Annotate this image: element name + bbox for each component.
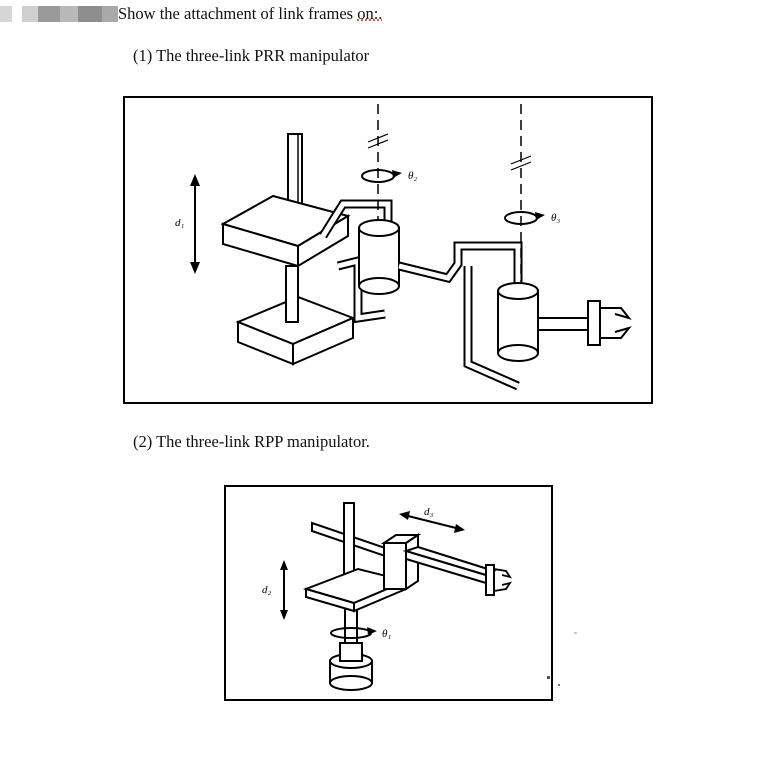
label-d2: d₂	[262, 584, 272, 596]
figure-rpp-manipulator: d₂ d₃ θ₁	[224, 485, 553, 701]
part1-label: (1) The three-link PRR manipulator	[133, 46, 370, 65]
double-arrow-icon	[399, 511, 465, 533]
label-theta2: θ₂	[408, 170, 417, 182]
label-d3: d₃	[424, 506, 434, 518]
gripper-icon	[493, 568, 513, 592]
label-d1: d₁	[175, 217, 185, 229]
question-suffix: on:.	[357, 4, 383, 23]
part2-label: (2) The three-link RPP manipulator.	[133, 432, 370, 451]
figure-prr-manipulator: d₁ θ₂ θ₃	[123, 96, 653, 404]
label-theta1: θ₁	[382, 628, 391, 640]
question-title: Show the attachment of link frames on:.	[118, 4, 383, 23]
label-theta3: θ₃	[551, 212, 560, 224]
double-arrow-icon	[280, 560, 288, 620]
double-arrow-icon	[190, 174, 200, 274]
gripper-icon	[600, 307, 632, 339]
scan-speck	[558, 684, 560, 686]
scan-speck	[547, 676, 550, 679]
redacted-header	[0, 6, 118, 22]
scan-speck	[574, 632, 577, 634]
